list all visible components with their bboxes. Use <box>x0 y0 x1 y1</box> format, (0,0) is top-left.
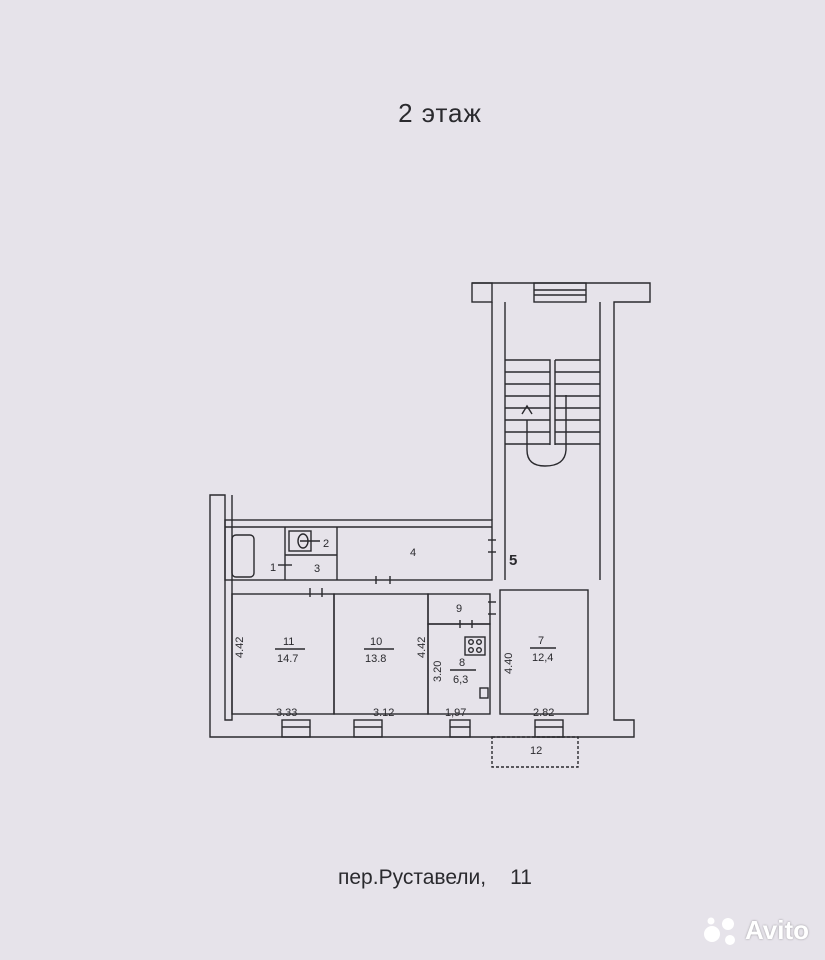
stairwell-shaft <box>491 302 601 580</box>
address-number: 11 <box>510 866 532 889</box>
dim-room7-height: 4.40 <box>503 653 515 674</box>
room-9-label: 9 <box>456 603 462 615</box>
room-12-label: 12 <box>530 745 542 757</box>
watermark-text: Avito <box>744 915 809 945</box>
stairwell-inner-wall-left <box>471 282 493 303</box>
address-street: пер.Руставели, <box>338 866 487 889</box>
room-8-area: 6,3 <box>453 674 468 686</box>
room-8-number: 8 <box>459 657 465 669</box>
bathtub <box>231 534 255 578</box>
dim-room7-width: 2.82 <box>533 707 554 719</box>
bottom-windows <box>281 719 564 738</box>
dim-room11-width: 3.33 <box>276 707 297 719</box>
watermark: Avito <box>703 915 809 946</box>
wall-block-top <box>224 519 493 581</box>
stove <box>464 636 486 656</box>
dim-room8-width: 1,97 <box>445 707 466 719</box>
dim-room10-height: 4.42 <box>416 637 428 658</box>
room-10-area: 13.8 <box>365 653 386 665</box>
room-5-label: 5 <box>509 552 517 569</box>
room-7-area: 12,4 <box>532 652 553 664</box>
room-1-label: 1 <box>270 562 276 574</box>
room-7-walls <box>499 589 589 715</box>
room-3-label: 3 <box>314 563 320 575</box>
room-10-number: 10 <box>370 636 382 648</box>
page-title: 2 этаж <box>398 98 482 128</box>
address: пер.Руставели, 11 <box>338 866 532 890</box>
dim-room8-height: 3.20 <box>432 661 444 682</box>
staircase <box>505 359 600 467</box>
stairwell-wall <box>209 282 651 738</box>
room-11-number: 11 <box>283 636 294 648</box>
room-4-label: 4 <box>410 547 416 559</box>
room-7-number: 7 <box>538 635 544 647</box>
stair-window <box>533 282 587 303</box>
dim-room11-height: 4.42 <box>234 637 246 658</box>
room-2-label: 2 <box>323 538 329 550</box>
dim-room10-width: 3.12 <box>373 707 394 719</box>
door-marks <box>278 539 496 628</box>
sink <box>479 687 489 699</box>
room-8-walls <box>427 623 491 715</box>
room-11-area: 14.7 <box>277 653 298 665</box>
balcony <box>491 736 579 768</box>
avito-logo-icon <box>703 917 735 945</box>
